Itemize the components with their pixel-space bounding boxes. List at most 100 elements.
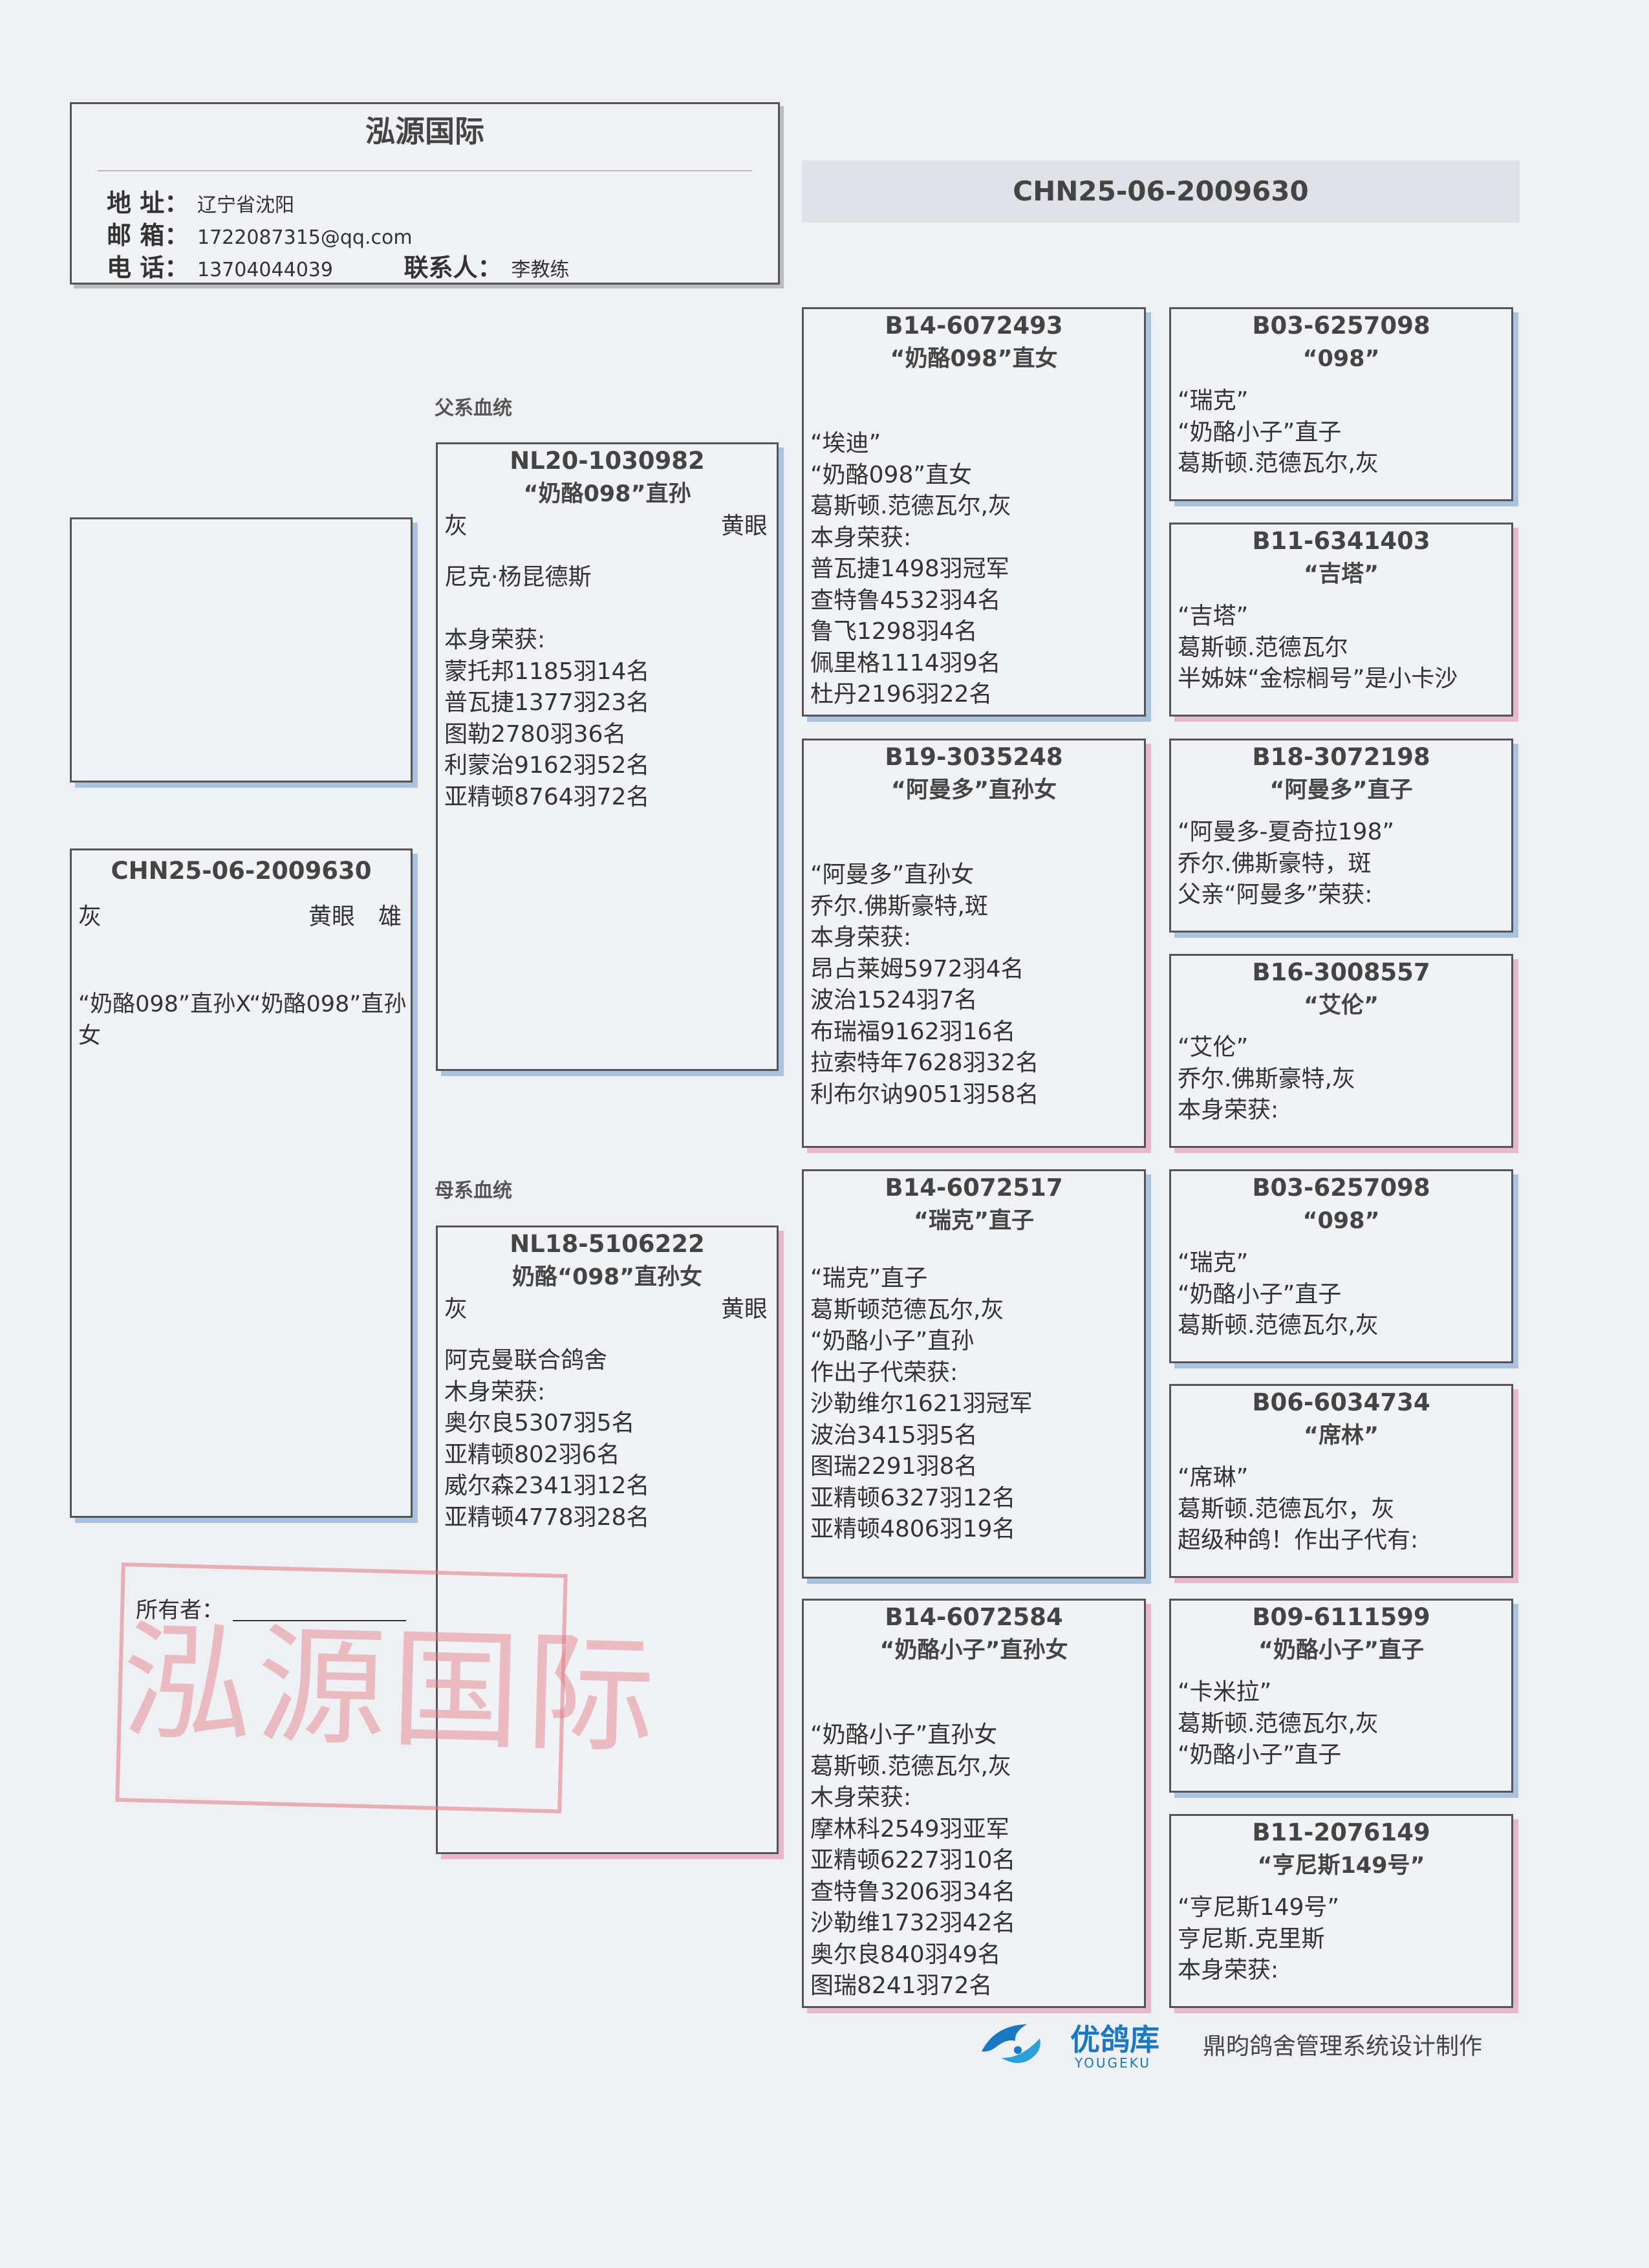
pigeon-logo-icon — [975, 2013, 1053, 2071]
grandparent-detail-line: 葛斯顿.范德瓦尔,灰 — [810, 493, 1011, 519]
subject-ring: CHN25-06-2009630 — [111, 857, 372, 885]
great-grandparent-ring: B18-3072198 — [1252, 743, 1430, 771]
dam-details: 阿克曼联合鸽舍 木身荣获: 奥尔良5307羽5名 亚精顿802羽6名 威尔森23… — [438, 1345, 777, 1533]
dam-detail-line: 威尔森2341羽12名 — [444, 1473, 650, 1499]
address-label: 地 址： — [107, 189, 189, 217]
great-grandparent-card: B16-3008557 “艾伦” “艾伦” 乔尔.佛斯豪特,灰 本身荣获: — [1169, 954, 1513, 1148]
dam-eye: 黄眼 — [720, 1296, 768, 1323]
great-grandparent-card: B09-6111599 “奶酪小子”直子 “卡米拉” 葛斯顿.范德瓦尔,灰 “奶… — [1169, 1599, 1513, 1793]
great-grandparent-name: “098” — [1302, 1208, 1380, 1234]
grandparent-detail-line: 波治3415羽5名 — [810, 1421, 978, 1449]
great-grandparent-detail-line: “亨尼斯149号” — [1178, 1894, 1340, 1921]
great-grandparent-detail-line: “吉塔” — [1178, 603, 1249, 629]
dam-color: 灰 — [444, 1296, 468, 1323]
phone-label: 电 话： — [107, 254, 189, 282]
email-row: 邮 箱：1722087315@qq.com — [107, 215, 413, 251]
great-grandparent-detail-line: 葛斯顿.范德瓦尔,灰 — [1178, 450, 1379, 477]
sire-detail-line: 蒙托邦1185羽14名 — [444, 658, 650, 685]
grandparent-detail-line: “阿曼多”直孙女 — [810, 861, 975, 888]
great-grandparent-ring: B03-6257098 — [1252, 312, 1430, 340]
dam-name: 奶酪“098”直孙女 — [512, 1264, 703, 1290]
grandparent-detail-line: “奶酪小子”直孙女 — [810, 1722, 998, 1748]
grandparent-detail-line: 木身荣获: — [810, 1784, 912, 1811]
great-grandparent-name: “吉塔” — [1303, 561, 1379, 587]
dam-traits: 灰 黄眼 — [438, 1293, 777, 1326]
dam-detail-line: 阿克曼联合鸽舍 — [444, 1347, 608, 1374]
subject-traits: 灰 黄眼雄 — [72, 901, 411, 933]
great-grandparent-detail-line: 半姊妹“金棕榈号”是小卡沙 — [1178, 665, 1458, 692]
great-grandparent-name: “艾伦” — [1303, 993, 1379, 1019]
grandparent-card: B14-6072584 “奶酪小子”直孙女 “奶酪小子”直孙女 葛斯顿.范德瓦尔… — [802, 1599, 1146, 2008]
grandparent-detail-line: 利布尔讷9051羽58名 — [810, 1081, 1039, 1108]
great-grandparent-detail-line: “卡米拉” — [1178, 1679, 1272, 1705]
sire-traits: 灰 黄眼 — [438, 510, 777, 543]
phone-row: 电 话：13704044039 联系人：李教练 — [107, 248, 570, 283]
grandparent-detail-line: “奶酪小子”直孙 — [810, 1328, 975, 1354]
sire-section-label: 父系血统 — [435, 397, 512, 420]
grandparent-detail-line: “瑞克”直子 — [810, 1265, 928, 1291]
grandparent-ring: B14-6072517 — [885, 1174, 1063, 1202]
breeder-header: 泓源国际 地 址：辽宁省沈阳 邮 箱：1722087315@qq.com 电 话… — [70, 102, 780, 285]
breeder-name: 泓源国际 — [365, 114, 484, 149]
dam-detail-line: 亚精顿4778羽28名 — [444, 1504, 650, 1531]
great-grandparent-detail-line: 葛斯顿.范德瓦尔 — [1178, 634, 1348, 661]
header-divider — [98, 170, 752, 171]
footer-brand-name: 优鸽库 — [1070, 2022, 1159, 2057]
address-row: 地 址：辽宁省沈阳 — [107, 183, 294, 219]
grandparent-detail-line: 奥尔良840羽49名 — [810, 1941, 1001, 1968]
great-grandparent-ring: B09-6111599 — [1252, 1603, 1430, 1631]
great-grandparent-ring: B03-6257098 — [1252, 1174, 1430, 1202]
great-grandparent-detail-line: “瑞克” — [1178, 387, 1249, 414]
subject-lineage-line2: 女 — [78, 1022, 102, 1049]
dam-detail-line: 奥尔良5307羽5名 — [444, 1410, 635, 1436]
email-value: 1722087315@qq.com — [197, 226, 413, 249]
owner-signature-line — [233, 1620, 406, 1621]
contact-value: 李教练 — [511, 259, 570, 281]
great-grandparent-name: “阿曼多”直子 — [1269, 777, 1413, 803]
great-grandparent-detail-line: 乔尔.佛斯豪特,灰 — [1178, 1065, 1355, 1092]
great-grandparent-ring: B11-6341403 — [1252, 527, 1430, 555]
grandparent-details: “奶酪小子”直孙女 葛斯顿.范德瓦尔,灰 木身荣获: 摩林科2549羽亚军 亚精… — [804, 1720, 1144, 2002]
great-grandparent-details: “瑞克” “奶酪小子”直子 葛斯顿.范德瓦尔,灰 — [1171, 385, 1511, 480]
grandparent-detail-line: 图瑞8241羽72名 — [810, 1972, 993, 1999]
great-grandparent-details: “阿曼多-夏奇拉198” 乔尔.佛斯豪特，斑 父亲“阿曼多”荣获: — [1171, 817, 1511, 911]
great-grandparent-detail-line: 父亲“阿曼多”荣获: — [1178, 881, 1373, 908]
great-grandparent-card: B06-6034734 “席林” “席琳” 葛斯顿.范德瓦尔，灰 超级种鸽！作出… — [1169, 1384, 1513, 1578]
great-grandparent-detail-line: “奶酪小子”直子 — [1178, 1280, 1342, 1308]
sire-detail-line: 利蒙治9162羽52名 — [444, 752, 650, 779]
great-grandparent-ring: B06-6034734 — [1252, 1388, 1430, 1416]
great-grandparent-detail-line: “席琳” — [1178, 1464, 1249, 1491]
footer-credit: 鼎昀鸽舍管理系统设计制作 — [1203, 2033, 1483, 2060]
grandparent-name: “瑞克”直子 — [913, 1208, 1034, 1234]
great-grandparent-details: “瑞克” “奶酪小子”直子 葛斯顿.范德瓦尔,灰 — [1171, 1247, 1511, 1342]
grandparent-ring: B14-6072584 — [885, 1603, 1063, 1631]
dam-detail-line: 木身荣获: — [444, 1378, 546, 1405]
subject-lineage-line1: “奶酪098”直孙X“奶酪098”直孙 — [78, 991, 407, 1017]
grandparent-detail-line: 波治1524羽7名 — [810, 987, 978, 1013]
subject-color: 灰 — [78, 903, 102, 930]
grandparent-detail-line: 亚精顿6227羽10名 — [810, 1847, 1016, 1874]
grandparent-detail-line: 亚精顿6327羽12名 — [810, 1484, 1016, 1511]
great-grandparent-card: B03-6257098 “098” “瑞克” “奶酪小子”直子 葛斯顿.范德瓦尔… — [1169, 307, 1513, 501]
grandparent-details: “埃迪” “奶酪098”直女 葛斯顿.范德瓦尔,灰 本身荣获: 普瓦捷1498羽… — [804, 428, 1144, 711]
footer-brand-latin: YOUGEKU — [1075, 2055, 1151, 2071]
sire-name: “奶酪098”直孙 — [523, 481, 691, 507]
sire-eye: 黄眼 — [720, 513, 768, 539]
grandparent-detail-line: 本身荣获: — [810, 924, 912, 951]
sire-ring: NL20-1030982 — [510, 447, 705, 475]
subject-card: CHN25-06-2009630 灰 黄眼雄 “奶酪098”直孙X“奶酪098”… — [70, 848, 413, 1518]
great-grandparent-detail-line: 亨尼斯.克里斯 — [1178, 1925, 1325, 1952]
sire-detail-line: 图勒2780羽36名 — [444, 720, 627, 748]
sire-detail-line: 亚精顿8764羽72名 — [444, 783, 650, 810]
grandparent-detail-line: 作出子代荣获: — [810, 1359, 958, 1386]
grandparent-detail-line: 葛斯顿.范德瓦尔,灰 — [810, 1753, 1011, 1780]
great-grandparent-detail-line: 葛斯顿.范德瓦尔,灰 — [1178, 1710, 1379, 1737]
sire-card: NL20-1030982 “奶酪098”直孙 灰 黄眼 尼克·杨昆德斯 本身荣获… — [436, 442, 779, 1071]
great-grandparent-detail-line: “阿曼多-夏奇拉198” — [1178, 819, 1395, 845]
grandparent-detail-line: 本身荣获: — [810, 524, 912, 551]
grandparent-detail-line: 拉索特年7628羽32名 — [810, 1050, 1039, 1076]
grandparent-detail-line: 查特鲁3206羽34名 — [810, 1878, 1016, 1905]
sire-detail-line — [438, 594, 777, 625]
grandparent-detail-line: 沙勒维1732羽42名 — [810, 1910, 1016, 1936]
grandparent-card: B14-6072517 “瑞克”直子 “瑞克”直子 葛斯顿范德瓦尔,灰 “奶酪小… — [802, 1169, 1146, 1579]
